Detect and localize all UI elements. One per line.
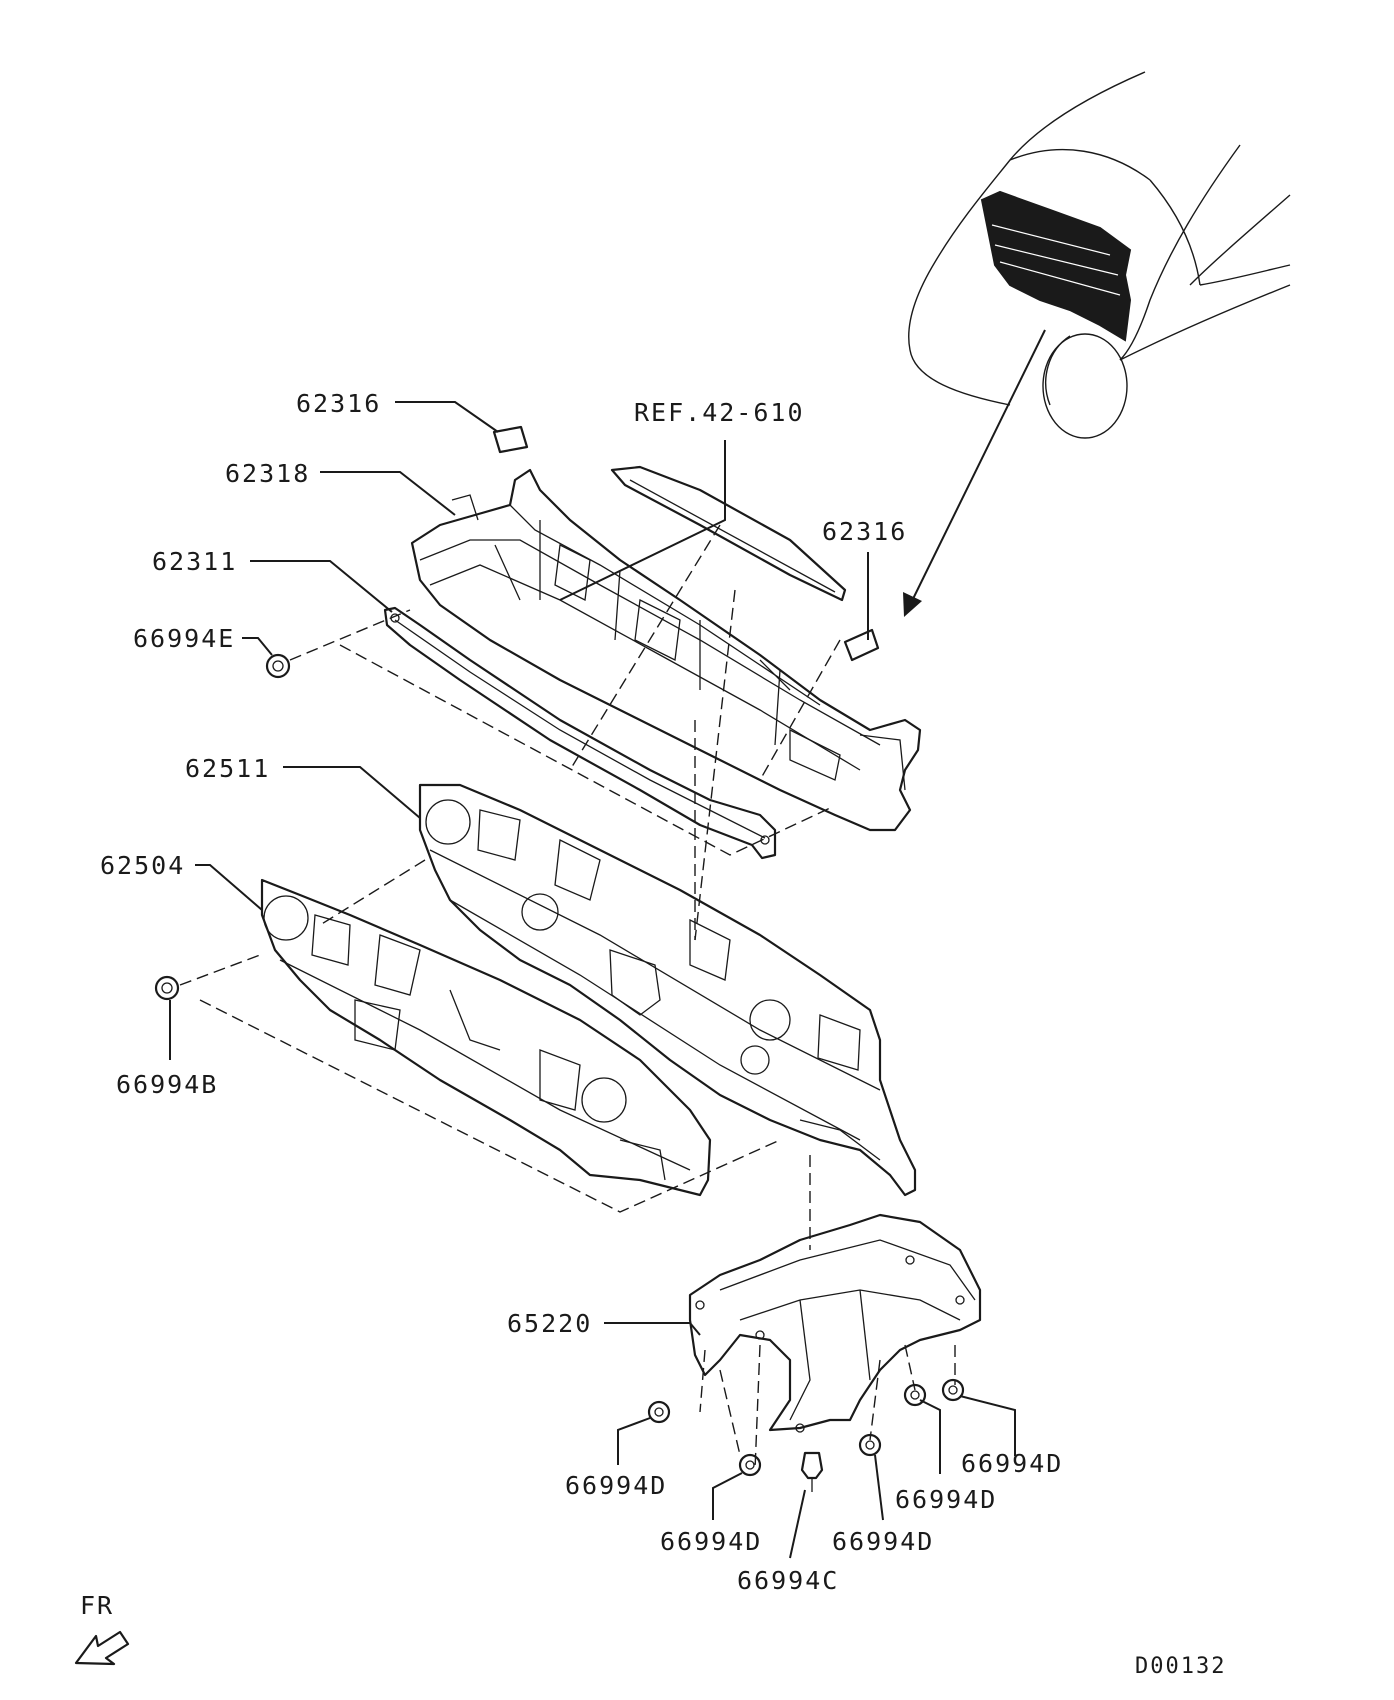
callout-66994D-3: 66994D (832, 1527, 934, 1556)
callout-62504: 62504 (100, 851, 185, 880)
callout-66994B: 66994B (116, 1070, 218, 1099)
dash-panel-62511-drawing (418, 783, 917, 1197)
callout-66994D-2: 66994D (660, 1527, 762, 1556)
callout-ref-42-610: REF.42-610 (634, 398, 805, 427)
callout-66994D-4: 66994D (895, 1485, 997, 1514)
dash-insulator-62504-drawing (260, 878, 712, 1197)
vehicle-location-inset (903, 71, 1291, 617)
cowl-top-panel-drawing (410, 465, 922, 832)
leader-lines (169, 401, 1016, 1559)
clip-66994E (265, 653, 291, 679)
callout-66994E: 66994E (133, 624, 235, 653)
clip-66994D-5 (941, 1378, 965, 1402)
clip-66994C (800, 1451, 824, 1492)
cowl-pad-62316-left (492, 425, 529, 454)
callout-66994D-5: 66994D (961, 1449, 1063, 1478)
pointer-arrowhead-icon (903, 592, 922, 617)
callout-65220: 65220 (507, 1309, 592, 1338)
clip-66994B (154, 975, 180, 1001)
callout-62511: 62511 (185, 754, 270, 783)
callout-62311: 62311 (152, 547, 237, 576)
front-arrow-icon (74, 1630, 130, 1666)
callout-66994C: 66994C (737, 1566, 839, 1595)
floor-cover-65220-drawing (688, 1213, 982, 1433)
cowl-pad-62316-right (843, 628, 880, 662)
drawing-code: D00132 (1135, 1654, 1226, 1679)
callout-66994D-1: 66994D (565, 1471, 667, 1500)
assembly-lines (179, 524, 956, 1471)
clip-66994D-1 (647, 1400, 671, 1424)
callout-labels: 62316 62318 REF.42-610 62316 62311 66994… (100, 389, 1063, 1595)
clip-66994D-2 (738, 1453, 762, 1477)
callout-62318: 62318 (225, 459, 310, 488)
orientation-label: FR (80, 1591, 114, 1620)
callout-62316-left: 62316 (296, 389, 381, 418)
cowl-seal-62311-drawing (383, 606, 777, 860)
front-orientation-indicator: FR (74, 1591, 130, 1666)
callout-62316-right: 62316 (822, 517, 907, 546)
